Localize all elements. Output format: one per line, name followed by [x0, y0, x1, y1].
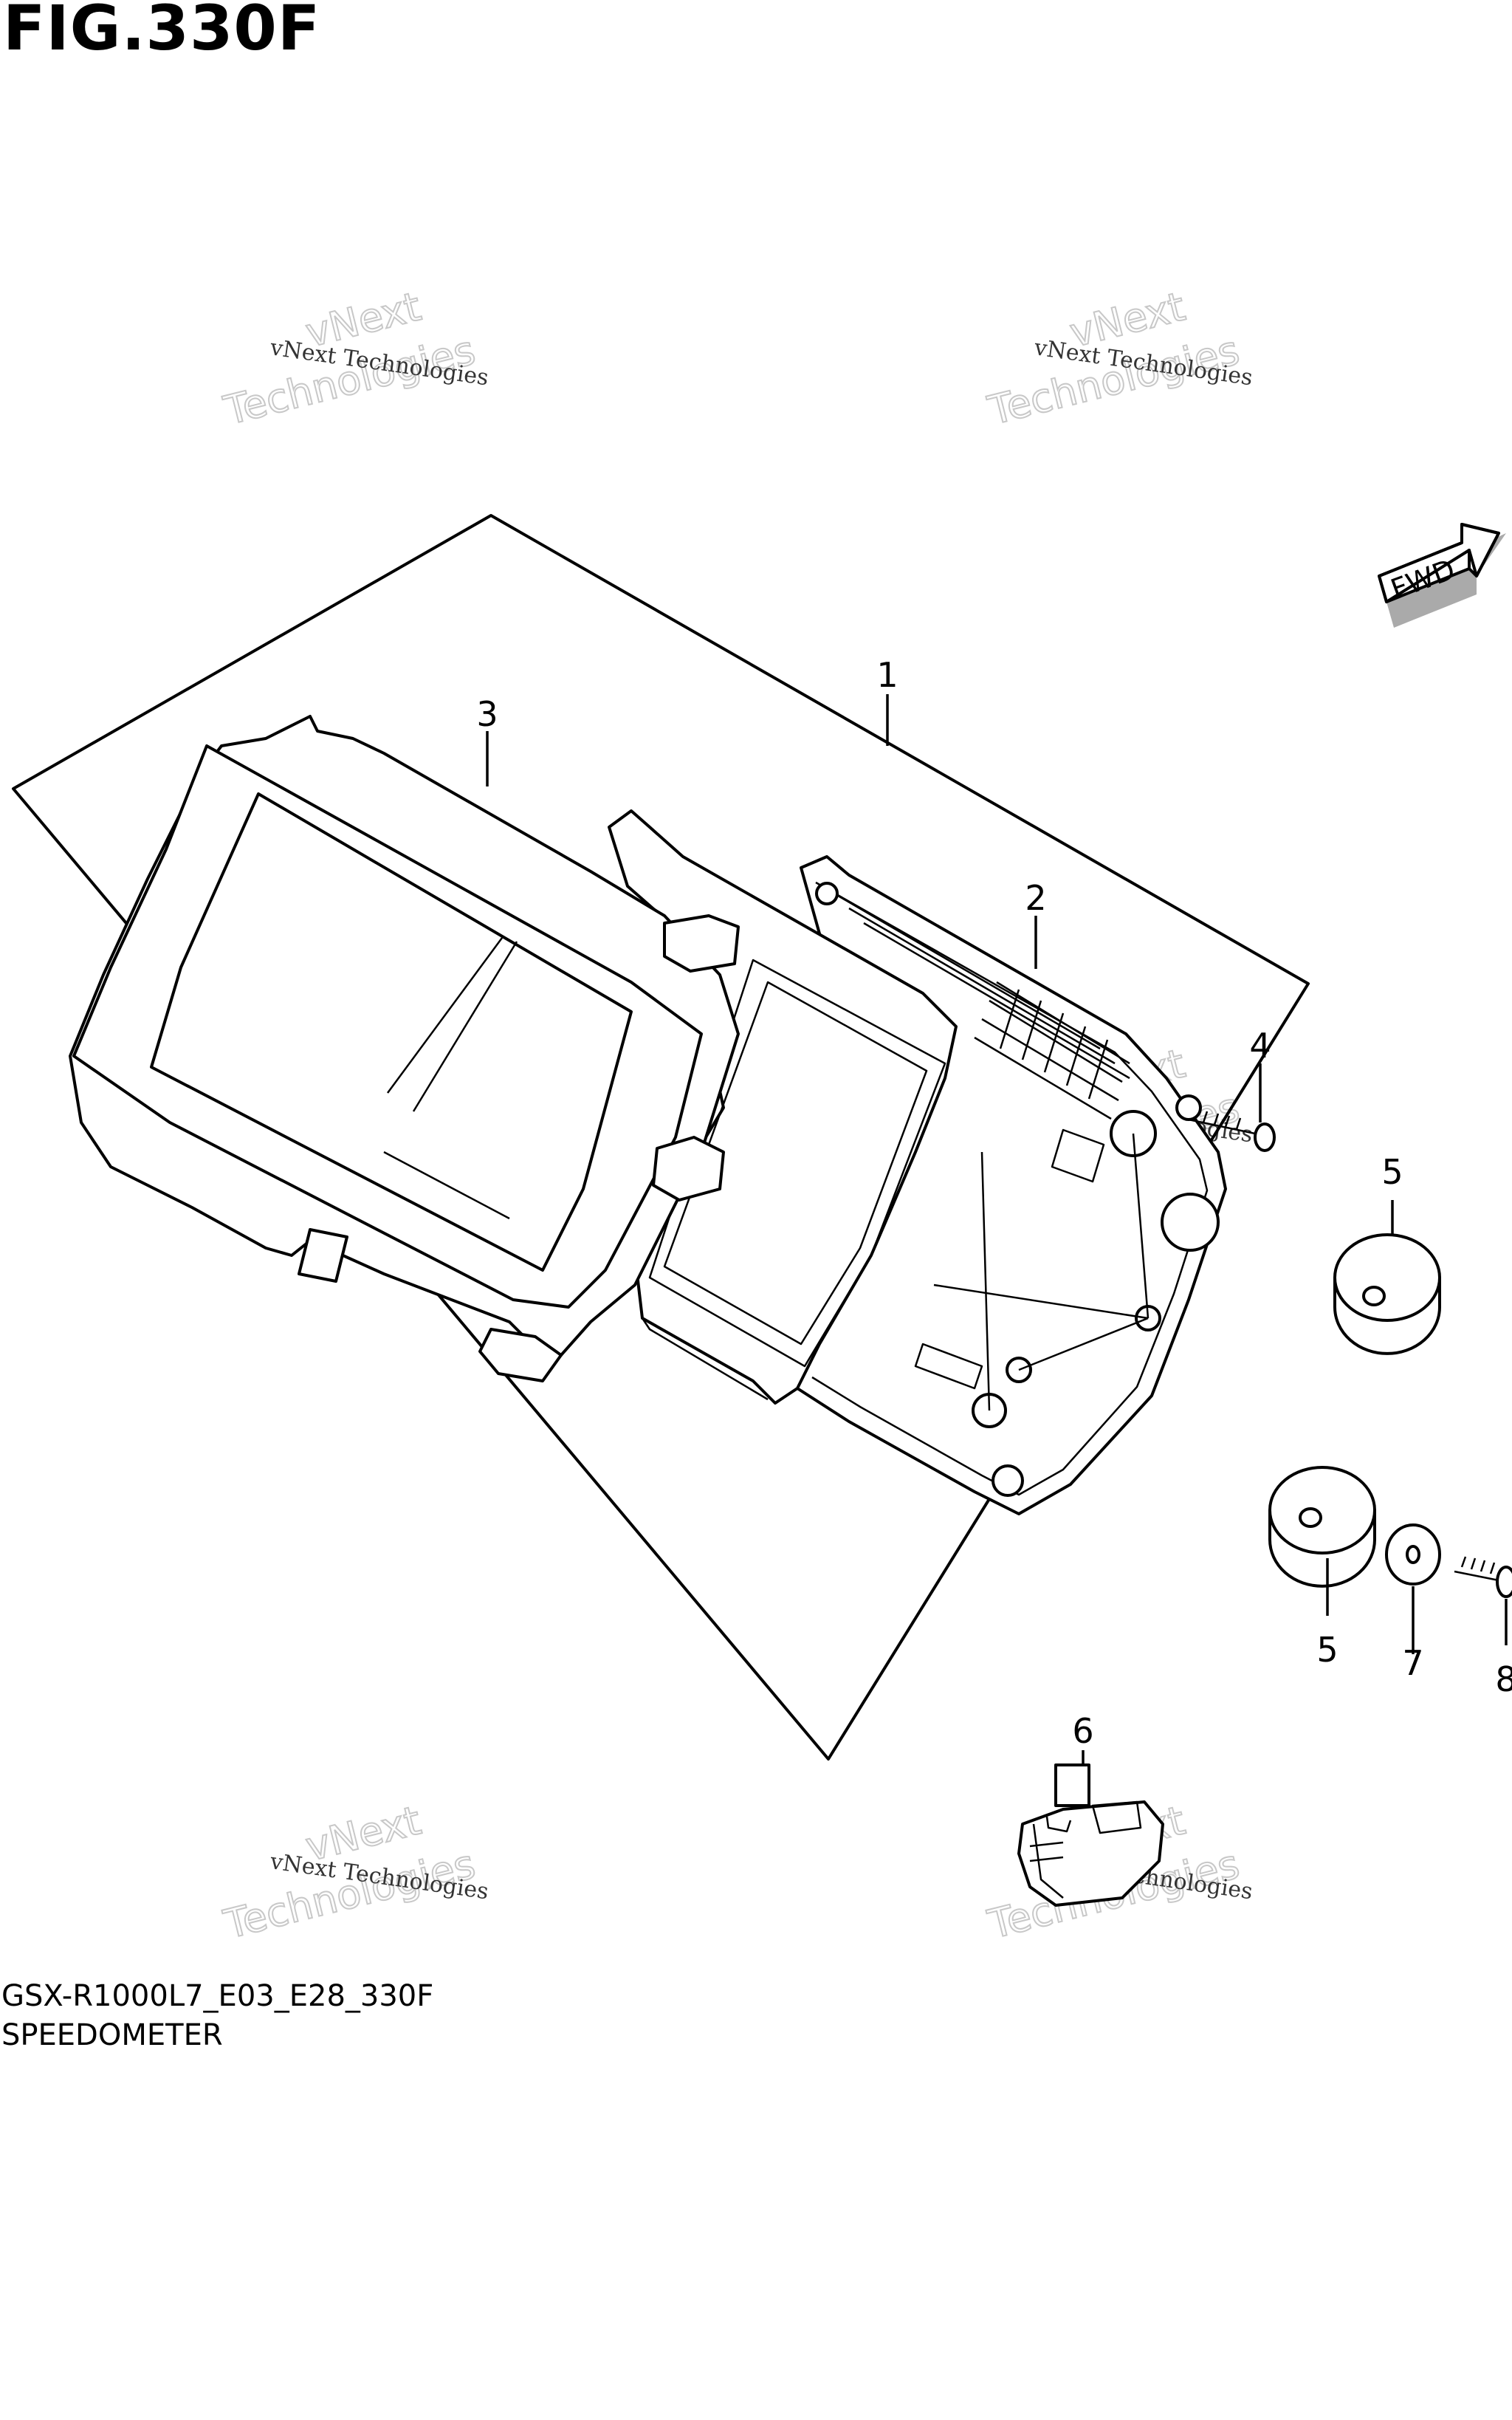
callout-6: 6 — [1072, 1711, 1093, 1751]
part-5-grommet-lower — [1268, 1466, 1376, 1588]
figure-title: FIG.330F — [3, 0, 321, 64]
callout-3: 3 — [476, 694, 498, 734]
callout-4: 4 — [1249, 1026, 1271, 1066]
callout-5-upper: 5 — [1381, 1152, 1403, 1192]
part-3-front-cover — [69, 715, 740, 1382]
part-6-connector — [1017, 1763, 1164, 1907]
part-7-washer — [1385, 1523, 1441, 1586]
callout-2: 2 — [1025, 878, 1046, 918]
assembly-outline — [12, 514, 1310, 1761]
callout-7: 7 — [1402, 1643, 1423, 1683]
watermark-top-left: Technologies vNext vNext Technologies — [219, 282, 490, 435]
part-4-screw — [1184, 1111, 1276, 1152]
fwd-arrow-icon: FWD — [1378, 523, 1506, 628]
part-5-grommet-upper — [1333, 1233, 1441, 1355]
watermark-bottom-left: Technologies vNext vNext Technologies — [219, 1796, 490, 1949]
part-8-bolt — [1454, 1556, 1512, 1598]
callout-8: 8 — [1495, 1659, 1512, 1699]
figure-code: GSX-R1000L7_E03_E28_330F — [1, 1979, 434, 2013]
figure-name: SPEEDOMETER — [1, 2018, 223, 2052]
leader-lines — [486, 694, 1508, 1766]
watermark-top-right: Technologies vNext vNext Technologies — [983, 282, 1254, 435]
callout-5-lower: 5 — [1316, 1630, 1338, 1670]
callout-1: 1 — [876, 655, 898, 695]
